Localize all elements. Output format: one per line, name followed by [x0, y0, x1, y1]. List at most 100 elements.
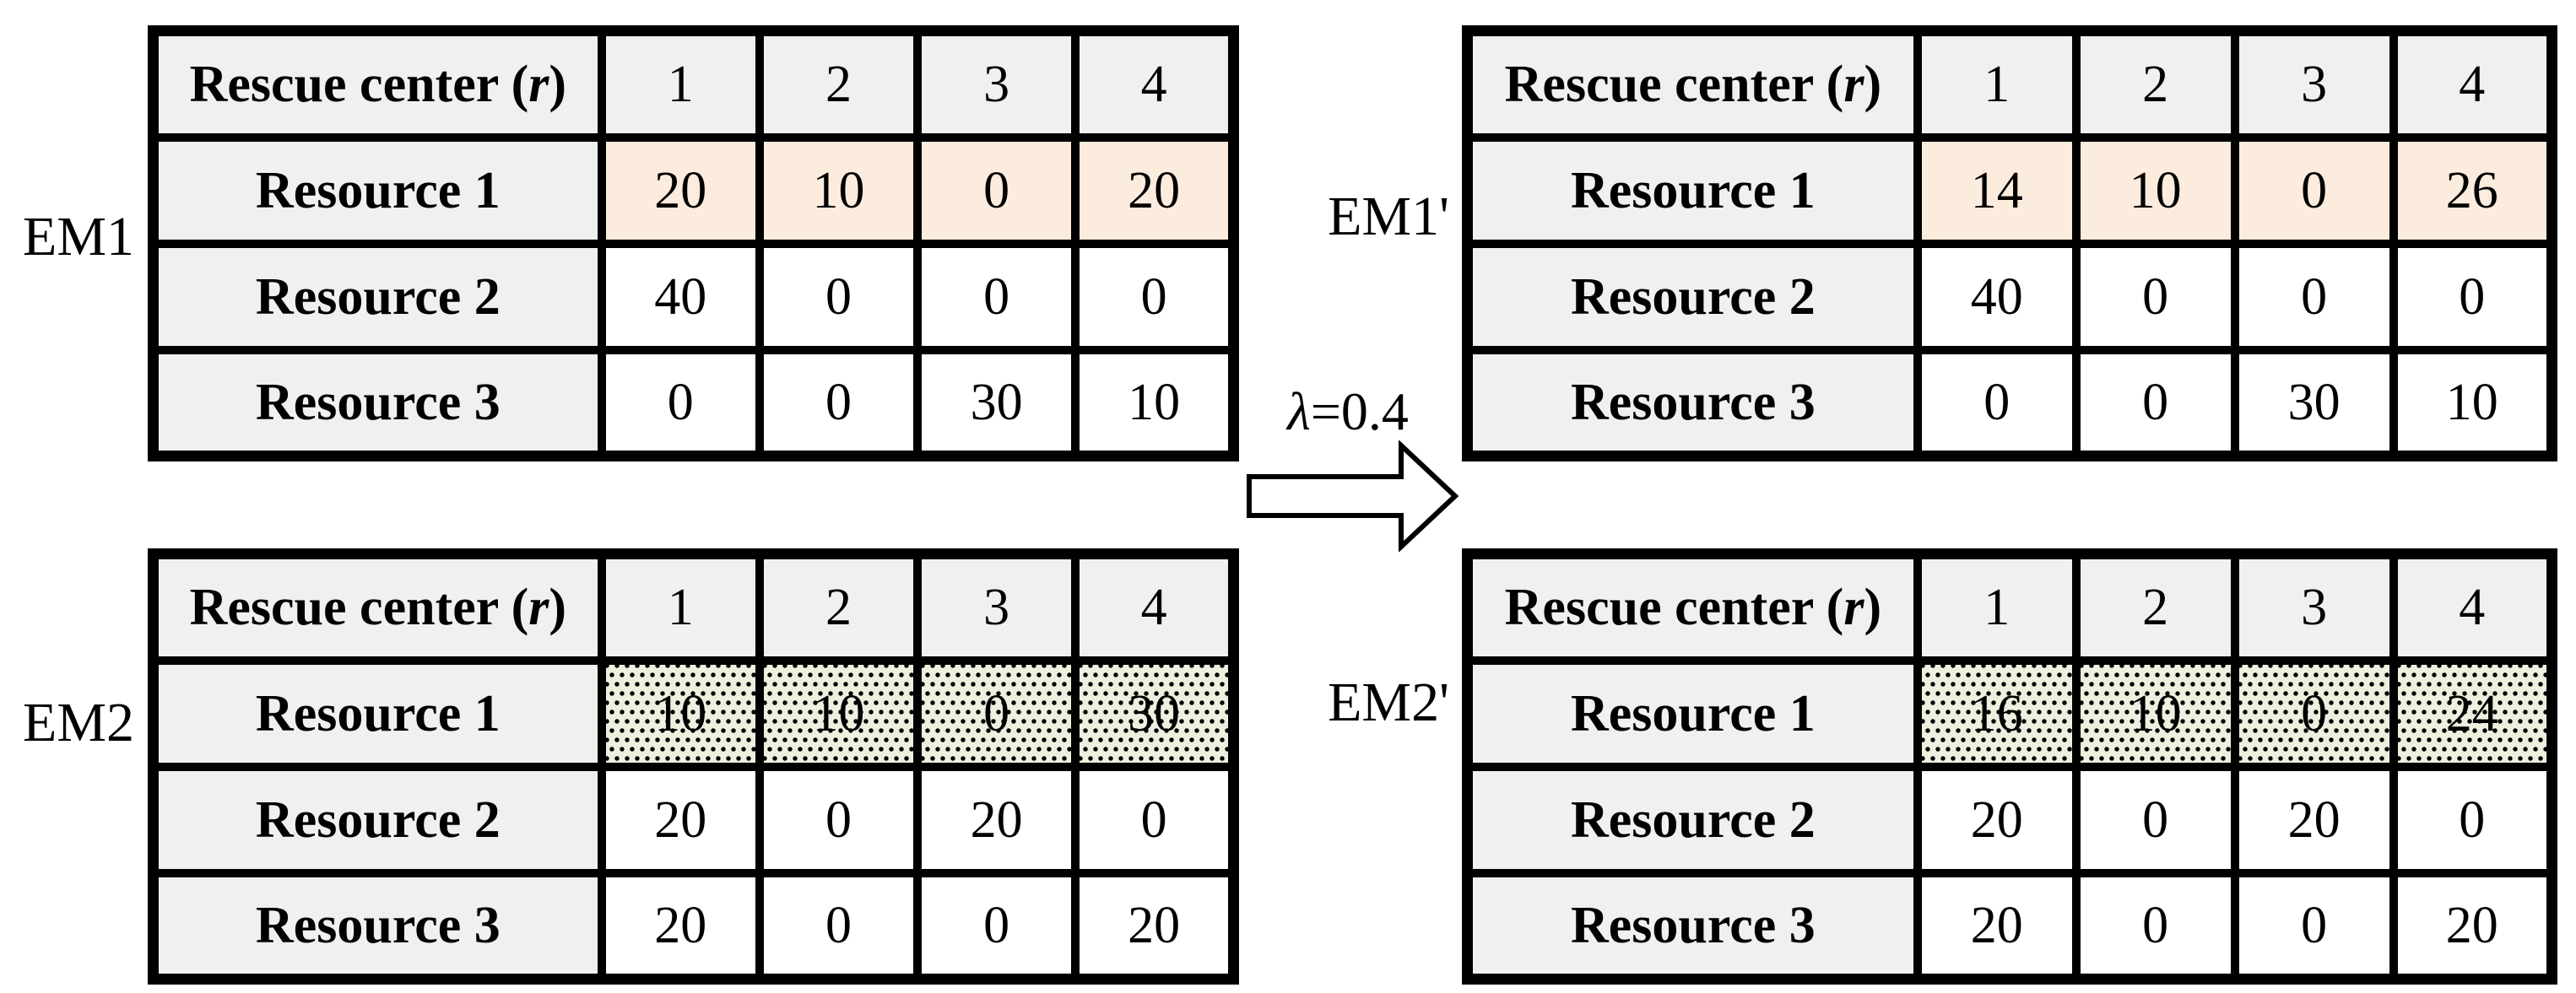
col-header: 2	[755, 26, 923, 142]
header-prefix: Rescue center (	[189, 579, 529, 637]
em2-prime-allocation-table: Rescue center (r) 1 2 3 4 Resource 1 16 …	[1462, 548, 2557, 985]
value-cell: 0	[755, 868, 923, 984]
value-cell: 0	[2230, 868, 2398, 984]
value-cell: 20	[1071, 132, 1238, 248]
value-cell: 26	[2389, 132, 2557, 248]
lambda-value: =0.4	[1310, 381, 1409, 441]
rescue-center-header: Rescue center (r)	[149, 549, 606, 665]
value-cell: 14	[1913, 132, 2081, 248]
value-cell: 24	[2389, 656, 2557, 771]
value-cell: 40	[597, 239, 764, 354]
col-header: 4	[1071, 26, 1238, 142]
value-cell: 30	[2230, 345, 2398, 461]
value-cell: 0	[755, 239, 923, 354]
value-cell: 20	[913, 762, 1080, 877]
row-label: Resource 3	[1463, 868, 1922, 984]
header-row: Rescue center (r) 1 2 3 4	[1463, 26, 2557, 142]
col-header: 3	[913, 549, 1080, 665]
value-cell: 20	[597, 762, 764, 877]
row-label: Resource 2	[149, 239, 606, 354]
value-cell: 0	[2071, 762, 2239, 877]
em2-side-label: EM2	[23, 692, 134, 753]
resource-2-row: Resource 2 40 0 0 0	[149, 239, 1238, 354]
value-cell: 0	[2230, 656, 2398, 771]
rescue-center-header: Rescue center (r)	[1463, 549, 1922, 665]
row-label: Resource 1	[1463, 656, 1922, 771]
col-header: 4	[2389, 26, 2557, 142]
value-cell: 0	[913, 656, 1080, 771]
value-cell: 0	[597, 345, 764, 461]
em1-prime-allocation-table: Rescue center (r) 1 2 3 4 Resource 1 14 …	[1462, 25, 2557, 461]
col-header: 4	[1071, 549, 1238, 665]
resource-3-row: Resource 3 0 0 30 10	[149, 345, 1238, 461]
em2-allocation-table: Rescue center (r) 1 2 3 4 Resource 1 10 …	[148, 548, 1239, 985]
value-cell: 0	[1071, 762, 1238, 877]
resource-1-row: Resource 1 10 10 0 30	[149, 656, 1238, 771]
value-cell: 0	[2389, 762, 2557, 877]
header-row: Rescue center (r) 1 2 3 4	[149, 26, 1238, 142]
header-prefix: Rescue center (	[189, 56, 529, 114]
em2-prime-side-label: EM2'	[1328, 672, 1449, 733]
header-suffix: )	[549, 56, 567, 114]
value-cell: 0	[2071, 868, 2239, 984]
col-header: 1	[597, 26, 764, 142]
em1-allocation-table: Rescue center (r) 1 2 3 4 Resource 1 20 …	[148, 25, 1239, 461]
value-cell: 10	[755, 132, 923, 248]
header-prefix: Rescue center (	[1504, 579, 1844, 637]
lambda-annotation: λ=0.4	[1251, 385, 1445, 439]
col-header: 1	[597, 549, 764, 665]
rescue-center-header: Rescue center (r)	[149, 26, 606, 142]
col-header: 4	[2389, 549, 2557, 665]
value-cell: 0	[2230, 132, 2398, 248]
row-label: Resource 2	[1463, 239, 1922, 354]
resource-1-row: Resource 1 14 10 0 26	[1463, 132, 2557, 248]
em1-prime-side-label: EM1'	[1328, 186, 1449, 247]
em1-prime-table: Rescue center (r) 1 2 3 4 Resource 1 14 …	[1462, 25, 2557, 461]
header-prefix: Rescue center (	[1504, 56, 1844, 114]
header-variable: r	[1843, 56, 1864, 114]
resource-2-row: Resource 2 20 0 20 0	[1463, 762, 2557, 877]
right-block-arrow-icon	[1247, 440, 1459, 552]
col-header: 1	[1913, 26, 2081, 142]
value-cell: 40	[1913, 239, 2081, 354]
value-cell: 30	[913, 345, 1080, 461]
value-cell: 0	[2389, 239, 2557, 354]
row-label: Resource 1	[1463, 132, 1922, 248]
resource-2-row: Resource 2 40 0 0 0	[1463, 239, 2557, 354]
col-header: 2	[2071, 26, 2239, 142]
col-header: 2	[755, 549, 923, 665]
value-cell: 20	[2230, 762, 2398, 877]
value-cell: 20	[1913, 762, 2081, 877]
value-cell: 20	[1071, 868, 1238, 984]
row-label: Resource 2	[1463, 762, 1922, 877]
resource-3-row: Resource 3 0 0 30 10	[1463, 345, 2557, 461]
em1-side-label: EM1	[23, 206, 134, 267]
value-cell: 20	[2389, 868, 2557, 984]
value-cell: 20	[1913, 868, 2081, 984]
value-cell: 10	[755, 656, 923, 771]
lambda-symbol: λ	[1287, 381, 1311, 441]
value-cell: 0	[755, 345, 923, 461]
resource-2-row: Resource 2 20 0 20 0	[149, 762, 1238, 877]
col-header: 3	[2230, 26, 2398, 142]
value-cell: 0	[2230, 239, 2398, 354]
resource-3-row: Resource 3 20 0 0 20	[1463, 868, 2557, 984]
value-cell: 0	[913, 132, 1080, 248]
value-cell: 0	[1071, 239, 1238, 354]
value-cell: 0	[2071, 239, 2239, 354]
header-row: Rescue center (r) 1 2 3 4	[149, 549, 1238, 665]
header-row: Rescue center (r) 1 2 3 4	[1463, 549, 2557, 665]
row-label: Resource 3	[149, 868, 606, 984]
header-variable: r	[1843, 579, 1864, 637]
header-suffix: )	[1864, 579, 1882, 637]
row-label: Resource 3	[149, 345, 606, 461]
resource-3-row: Resource 3 20 0 0 20	[149, 868, 1238, 984]
value-cell: 0	[1913, 345, 2081, 461]
col-header: 2	[2071, 549, 2239, 665]
col-header: 1	[1913, 549, 2081, 665]
em2-prime-table: Rescue center (r) 1 2 3 4 Resource 1 16 …	[1462, 548, 2557, 985]
value-cell: 0	[2071, 345, 2239, 461]
header-suffix: )	[1864, 56, 1882, 114]
header-suffix: )	[549, 579, 567, 637]
value-cell: 10	[2071, 656, 2239, 771]
